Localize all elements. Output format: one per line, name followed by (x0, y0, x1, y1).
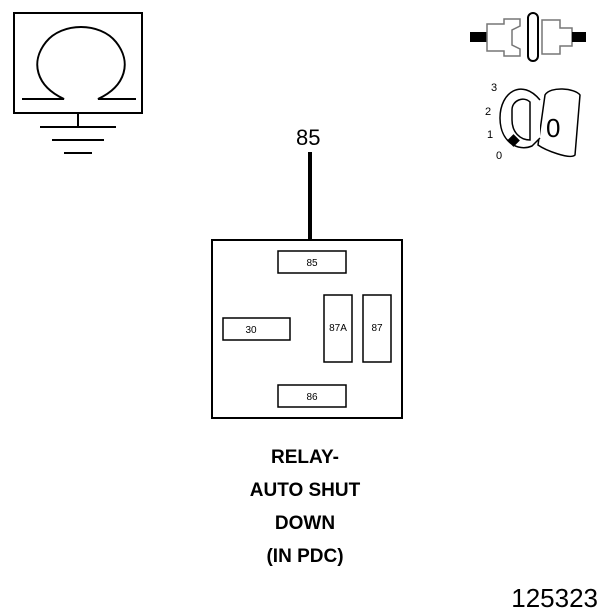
probe-arrow: 85 (296, 125, 320, 250)
relay-terminal-30: 30 (222, 317, 291, 341)
key-position-3: 3 (491, 82, 497, 94)
ignition-key-icon: 3 2 1 0 0 (485, 82, 581, 162)
ohmmeter-icon (13, 12, 143, 154)
terminal-87-label: 87 (371, 323, 383, 334)
key-position-0: 0 (496, 150, 502, 162)
probe-label: 85 (296, 125, 320, 150)
relay-terminal-87: 87 (362, 294, 392, 363)
caption-line-4: (IN PDC) (266, 546, 344, 567)
key-position-1: 1 (487, 129, 493, 141)
terminal-87a-label: 87A (329, 323, 347, 334)
caption-line-2: AUTO SHUT (249, 480, 361, 501)
relay-terminal-86: 86 (277, 384, 347, 408)
disconnected-connector-icon (470, 12, 586, 62)
figure-number: 125323 (511, 583, 598, 613)
terminal-85-label: 85 (306, 258, 318, 269)
key-position-2: 2 (485, 106, 491, 118)
caption-line-3: DOWN (274, 513, 336, 534)
key-value: 0 (546, 113, 560, 143)
terminal-30-label: 30 (245, 325, 257, 336)
caption-line-1: RELAY- (271, 447, 339, 468)
terminal-86-label: 86 (306, 392, 318, 403)
relay-terminal-85: 85 (277, 250, 347, 274)
relay-caption: RELAY- AUTO SHUT DOWN (IN PDC) (180, 441, 430, 573)
relay-terminal-87a: 87A (323, 294, 353, 363)
